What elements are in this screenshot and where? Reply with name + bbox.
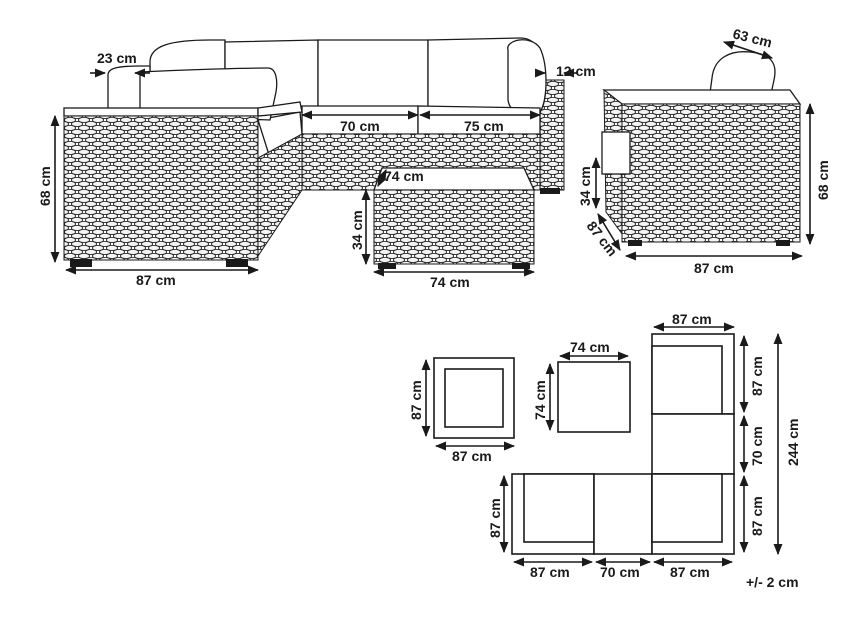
dim-label-sofa-height: 68 cm xyxy=(37,166,53,206)
plan-label-right-middle: 70 cm xyxy=(749,426,765,466)
dim-label-chair-seat-height: 34 cm xyxy=(577,166,593,206)
chair-foot xyxy=(628,240,642,246)
dim-label-sofa-seat-depth: 12 cm xyxy=(556,63,596,79)
arm-front-wicker xyxy=(63,115,259,261)
plan-label-bottom-1: 87 cm xyxy=(530,564,570,580)
chair-top xyxy=(602,89,802,105)
plan-label-right-top: 87 cm xyxy=(749,356,765,396)
plan-label-bottom-2: 70 cm xyxy=(600,564,640,580)
dim-label-table-height: 34 cm xyxy=(349,210,365,250)
floor-plan xyxy=(433,333,735,555)
coffee-table-drawing xyxy=(373,167,536,269)
left-module-side-wicker xyxy=(257,133,303,258)
dim-label-sofa-width: 87 cm xyxy=(136,272,176,288)
plan-label-right-bottom: 87 cm xyxy=(749,496,765,536)
plan-dimensions: 87 cm 87 cm 74 cm 74 cm 87 cm 87 cm 70 c… xyxy=(408,311,801,590)
arm-top xyxy=(63,107,259,117)
dim-label-table-width: 74 cm xyxy=(430,274,470,290)
plan-label-bottom-left-height: 87 cm xyxy=(487,498,503,538)
chair-foot xyxy=(776,240,790,246)
dim-label-table-depth: 74 cm xyxy=(384,168,424,184)
plan-middle-module-bottom xyxy=(593,473,653,555)
plan-label-column-top-width: 87 cm xyxy=(672,311,712,327)
sofa-foot xyxy=(226,259,248,267)
table-foot xyxy=(512,263,530,269)
plan-label-table-width: 74 cm xyxy=(570,339,610,355)
dim-label-corner-module: 75 cm xyxy=(464,118,504,134)
dim-label-middle-module: 70 cm xyxy=(340,118,380,134)
dim-label-chair-height: 68 cm xyxy=(815,160,831,200)
plan-corner-module-bottom-right-seat xyxy=(651,473,723,543)
sectional-sofa-drawing xyxy=(63,37,565,267)
plan-middle-module-right xyxy=(651,413,735,475)
side-pillow xyxy=(507,39,547,118)
plan-label-armchair-width: 87 cm xyxy=(452,448,492,464)
armchair-drawing xyxy=(601,51,802,246)
dim-label-sofa-pillow: 23 cm xyxy=(97,50,137,66)
sofa-foot xyxy=(540,188,560,194)
plan-armchair-seat xyxy=(444,368,504,428)
plan-corner-module-top-seat xyxy=(651,345,723,415)
perspective-dimensions: 23 cm 12 cm 68 cm 87 cm 70 cm 75 cm 74 c… xyxy=(37,25,831,290)
left-pillow xyxy=(139,67,278,121)
table-front-wicker xyxy=(373,189,535,265)
plan-label-table-height: 74 cm xyxy=(532,380,548,420)
plan-label-armchair-height: 87 cm xyxy=(408,380,424,420)
plan-coffee-table xyxy=(557,361,631,433)
dim-label-chair-width: 87 cm xyxy=(694,260,734,276)
table-foot xyxy=(378,263,396,269)
chair-seat xyxy=(601,131,631,175)
tolerance-note: +/- 2 cm xyxy=(746,574,799,590)
back-cushion xyxy=(317,39,429,109)
plan-corner-module-bottom-left-seat xyxy=(523,473,595,543)
plan-label-total-height: 244 cm xyxy=(785,419,801,466)
sofa-foot xyxy=(70,259,92,267)
chair-front-wicker xyxy=(621,103,801,243)
plan-label-bottom-3: 87 cm xyxy=(670,564,710,580)
